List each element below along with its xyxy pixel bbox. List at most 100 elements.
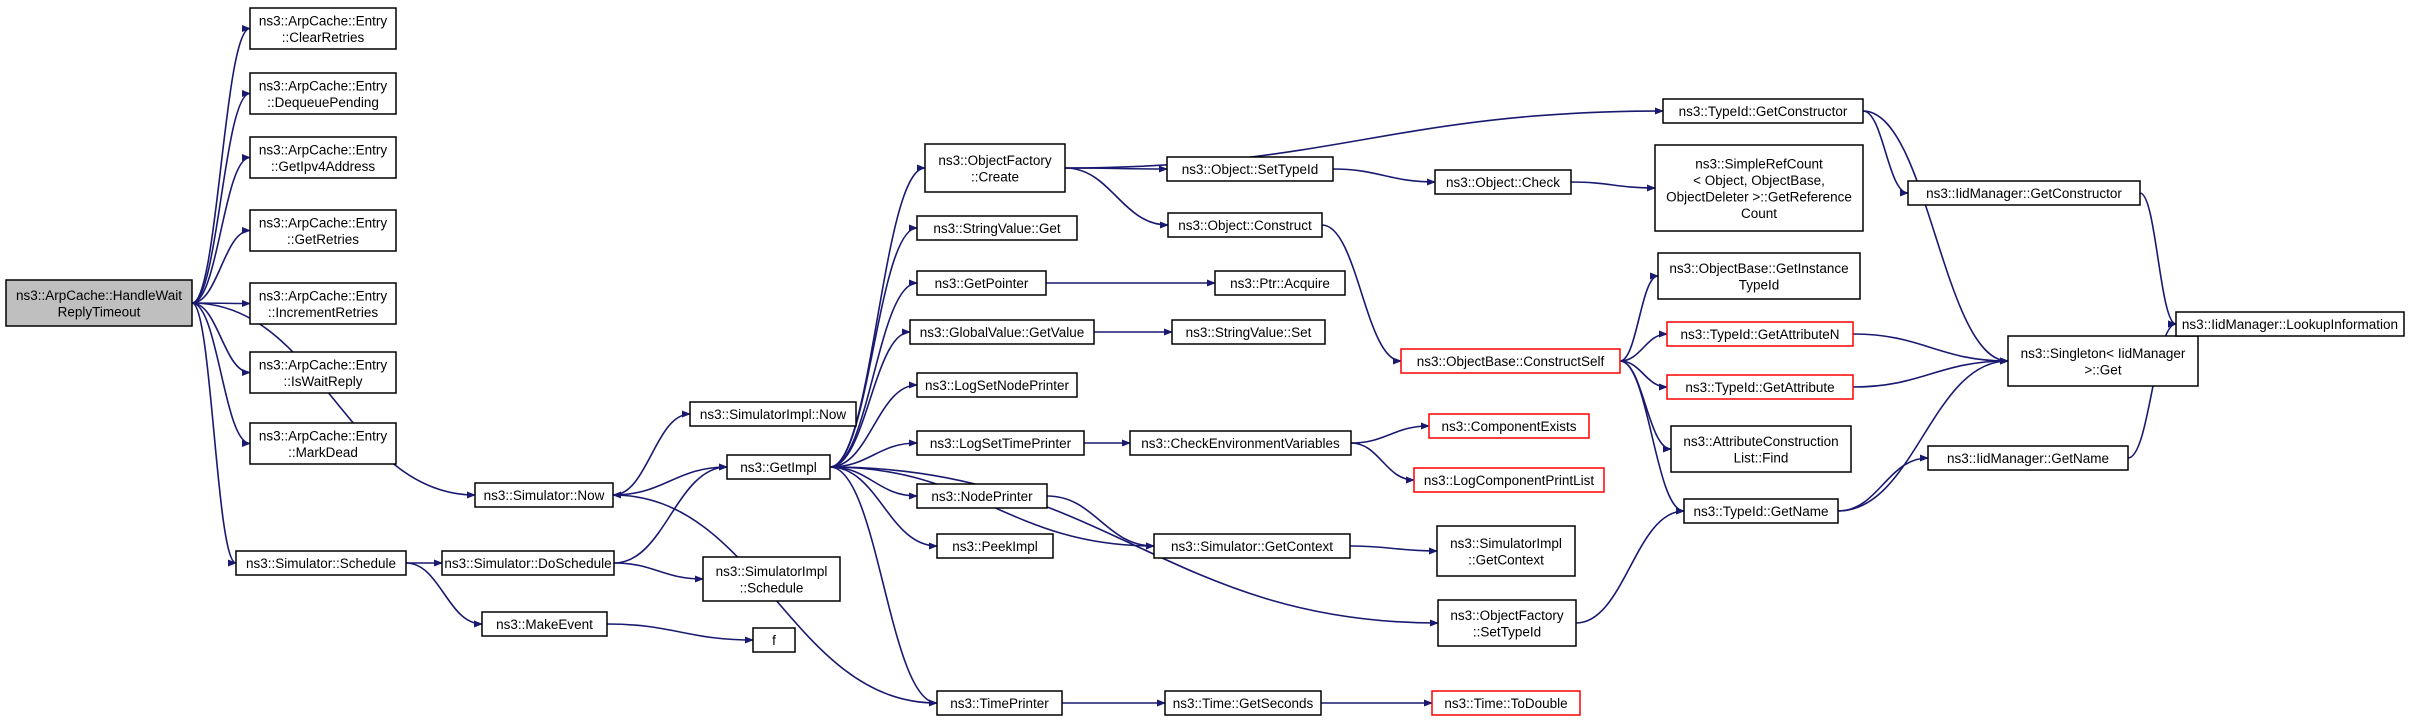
edge-handle-to-getipv4 (191, 153, 251, 304)
node-f[interactable]: f (752, 627, 796, 653)
node-logtime[interactable]: ns3::LogSetTimePrinter (916, 430, 1085, 456)
node-typeidgetname[interactable]: ns3::TypeId::GetName (1683, 498, 1839, 524)
node-timegetsec[interactable]: ns3::Time::GetSeconds (1164, 690, 1322, 716)
node-box (752, 627, 796, 653)
node-box (689, 401, 857, 427)
edge-handle-to-getretries (191, 226, 251, 304)
edge-getimpl-to-lognode (829, 381, 918, 468)
node-box (909, 319, 1095, 345)
node-simnow[interactable]: ns3::Simulator::Now (474, 482, 614, 508)
edge-checkenv-to-compexists (1350, 422, 1430, 444)
node-box (249, 136, 397, 179)
node-getattr[interactable]: ns3::TypeId::GetAttribute (1666, 374, 1854, 400)
edge-handle-to-simsched (191, 302, 237, 567)
node-label: ns3::Simulator::GetContext (1171, 539, 1333, 554)
node-getipv4[interactable]: ns3::ArpCache::Entry::GetIpv4Address (249, 136, 397, 179)
node-box (1654, 144, 1864, 232)
node-label: ObjectDeleter >::GetReference (1666, 189, 1852, 204)
node-getpointer[interactable]: ns3::GetPointer (916, 270, 1047, 296)
node-globalval[interactable]: ns3::GlobalValue::GetValue (909, 319, 1095, 345)
node-label: ns3::IidManager::LookupInformation (2182, 317, 2398, 332)
node-label: ::GetContext (1468, 552, 1544, 567)
node-incretries[interactable]: ns3::ArpCache::Entry::IncrementRetries (249, 282, 397, 325)
node-todouble[interactable]: ns3::Time::ToDouble (1431, 690, 1581, 716)
node-label: ns3::PeekImpl (952, 539, 1038, 554)
node-singleton[interactable]: ns3::Singleton< IidManager>::Get (2007, 335, 2199, 387)
node-box (1413, 467, 1605, 493)
node-clear[interactable]: ns3::ArpCache::Entry::ClearRetries (249, 7, 397, 50)
node-label: ns3::GlobalValue::GetValue (920, 325, 1085, 340)
node-iidgetctor[interactable]: ns3::IidManager::GetConstructor (1907, 180, 2141, 206)
node-ofsettypeid[interactable]: ns3::ObjectFactory::SetTypeId (1437, 599, 1577, 647)
node-box (1437, 599, 1577, 647)
node-typeidgetctor[interactable]: ns3::TypeId::GetConstructor (1662, 98, 1864, 124)
node-label: ns3::StringValue::Get (933, 221, 1061, 236)
node-constructself[interactable]: ns3::ObjectBase::ConstructSelf (1400, 348, 1621, 374)
node-label: ns3::LogSetNodePrinter (925, 378, 1070, 393)
node-label: ns3::AttributeConstruction (1683, 434, 1838, 449)
node-markdead[interactable]: ns3::ArpCache::Entry::MarkDead (249, 422, 397, 465)
node-box (2007, 335, 2199, 387)
node-simimplnow[interactable]: ns3::SimulatorImpl::Now (689, 401, 857, 427)
node-iidgetname[interactable]: ns3::IidManager::GetName (1927, 445, 2129, 471)
edge-ofsettypeid-to-typeidgetname (1575, 507, 1685, 624)
node-getretries[interactable]: ns3::ArpCache::Entry::GetRetries (249, 209, 397, 252)
node-iidlookup[interactable]: ns3::IidManager::LookupInformation (2175, 311, 2405, 337)
node-simimplsched[interactable]: ns3::SimulatorImpl::Schedule (702, 556, 841, 602)
node-compexists[interactable]: ns3::ComponentExists (1428, 413, 1590, 439)
node-label: ns3::ObjectBase::ConstructSelf (1417, 354, 1605, 369)
node-logcomplist[interactable]: ns3::LogComponentPrintList (1413, 467, 1605, 493)
node-simimplgetctx[interactable]: ns3::SimulatorImpl::GetContext (1436, 525, 1576, 577)
node-label: ns3::GetPointer (935, 276, 1029, 291)
node-label: ns3::ArpCache::Entry (259, 288, 388, 303)
node-getimpl[interactable]: ns3::GetImpl (726, 454, 831, 480)
node-nodeprinter[interactable]: ns3::NodePrinter (916, 483, 1048, 509)
node-peekimpl[interactable]: ns3::PeekImpl (936, 533, 1054, 559)
node-box (1907, 180, 2141, 206)
node-objcheck[interactable]: ns3::Object::Check (1434, 169, 1572, 195)
edge-ofcreate-to-objconstruct (1064, 167, 1169, 229)
node-objconstruct[interactable]: ns3::Object::Construct (1167, 212, 1323, 238)
node-label: ns3::ComponentExists (1441, 419, 1576, 434)
node-getattrn[interactable]: ns3::TypeId::GetAttributeN (1666, 321, 1854, 347)
node-ofcreate[interactable]: ns3::ObjectFactory::Create (924, 143, 1066, 193)
node-strvalget[interactable]: ns3::StringValue::Get (916, 215, 1078, 241)
node-makeevent[interactable]: ns3::MakeEvent (481, 611, 608, 637)
node-timeprinter[interactable]: ns3::TimePrinter (936, 690, 1063, 716)
node-label: ns3::Object::Construct (1178, 218, 1312, 233)
edge-objsettypeid-to-objcheck (1332, 168, 1436, 186)
node-label: ::GetRetries (287, 232, 359, 247)
node-label: ns3::ArpCache::Entry (259, 428, 388, 443)
node-checkenv[interactable]: ns3::CheckEnvironmentVariables (1129, 430, 1352, 456)
node-dosched[interactable]: ns3::Simulator::DoSchedule (441, 550, 615, 576)
edge-simgetctx-to-simimplgetctx (1349, 545, 1438, 555)
node-box (936, 690, 1063, 716)
edge-handle-to-simnow (191, 302, 476, 499)
node-box (1436, 525, 1576, 577)
node-box (1670, 425, 1852, 473)
node-ptracquire[interactable]: ns3::Ptr::Acquire (1214, 270, 1346, 296)
node-lognode[interactable]: ns3::LogSetNodePrinter (916, 372, 1078, 398)
node-box (1164, 690, 1322, 716)
edge-handle-to-dequeue (191, 89, 251, 304)
node-iswait[interactable]: ns3::ArpCache::Entry::IsWaitReply (249, 351, 397, 394)
node-simsched[interactable]: ns3::Simulator::Schedule (235, 550, 407, 576)
node-box (249, 72, 397, 115)
node-box (1666, 321, 1854, 347)
edge-getimpl-to-ofsettypeid (829, 466, 1439, 627)
node-strvalset[interactable]: ns3::StringValue::Set (1171, 319, 1326, 345)
node-box (1428, 413, 1590, 439)
edge-constructself-to-getattrn (1619, 330, 1668, 362)
node-label: >::Get (2084, 362, 2121, 377)
node-objsettypeid[interactable]: ns3::Object::SetTypeId (1166, 156, 1334, 182)
node-label: TypeId (1739, 277, 1780, 292)
node-dequeue[interactable]: ns3::ArpCache::Entry::DequeuePending (249, 72, 397, 115)
node-label: < Object, ObjectBase, (1693, 173, 1825, 188)
node-label: ns3::SimulatorImpl (716, 564, 828, 579)
node-simgetctx[interactable]: ns3::Simulator::GetContext (1153, 533, 1351, 559)
node-box (1431, 690, 1581, 716)
node-simplerefcount[interactable]: ns3::SimpleRefCount< Object, ObjectBase,… (1654, 144, 1864, 232)
